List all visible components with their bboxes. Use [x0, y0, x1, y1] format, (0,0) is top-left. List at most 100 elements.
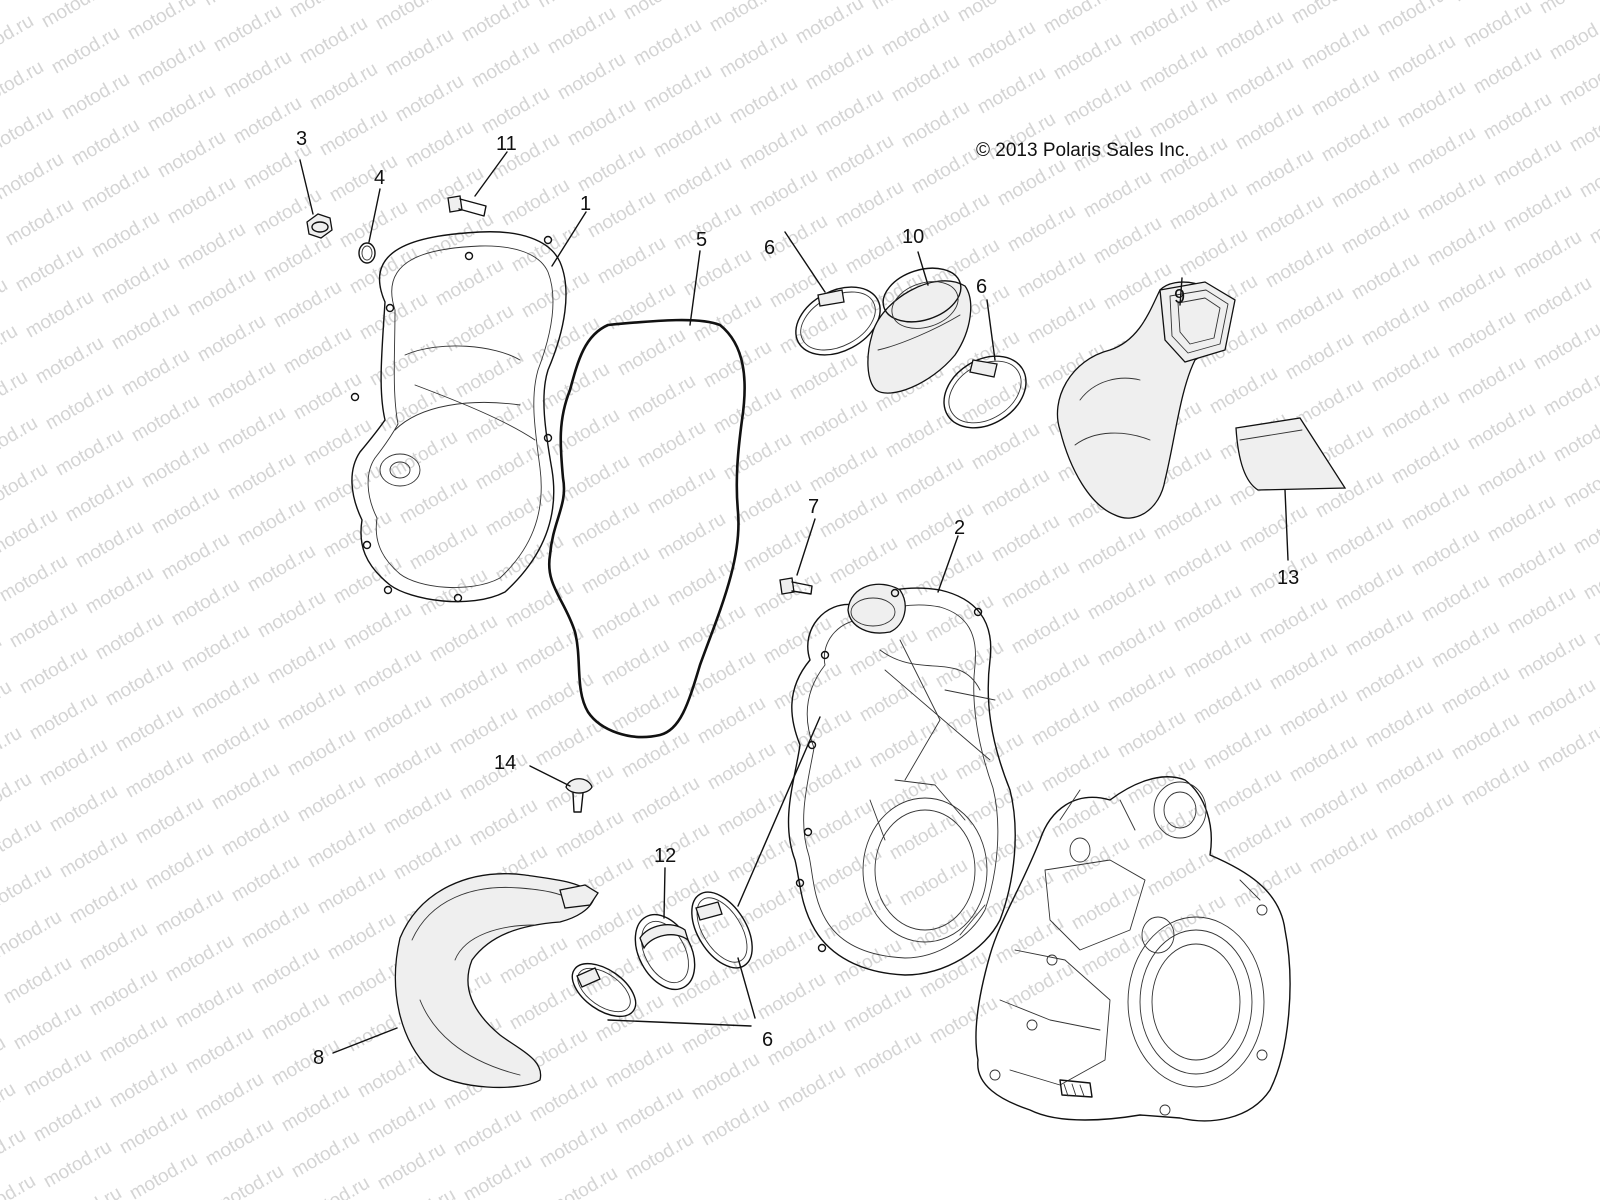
callout-7: 7 — [808, 496, 819, 518]
watermark-text: motod.ru — [1372, 743, 1447, 799]
watermark-text: motod.ru — [780, 705, 855, 761]
watermark-text: motod.ru — [68, 115, 143, 171]
callout-11: 11 — [496, 133, 517, 155]
watermark-text: motod.ru — [326, 151, 401, 207]
watermark-text: motod.ru — [192, 1069, 267, 1125]
watermark-text: motod.ru — [544, 3, 619, 59]
watermark-text: motod.ru — [716, 27, 791, 83]
watermark-text: motod.ru — [128, 391, 203, 447]
watermark-text: motod.ru — [390, 829, 465, 885]
watermark-text: motod.ru — [668, 957, 743, 1013]
watermark-text: motod.ru — [1176, 225, 1251, 281]
copyright-text: © 2013 Polaris Sales Inc. — [976, 140, 1190, 161]
watermark-text: motod.ru — [1414, 169, 1489, 225]
watermark-text: motod.ru — [0, 907, 65, 963]
watermark-text: motod.ru — [1454, 353, 1529, 409]
watermark-text: motod.ru — [932, 637, 1007, 693]
watermark-text: motod.ru — [800, 797, 875, 853]
watermark-text: motod.ru — [802, 39, 877, 95]
watermark-text: motod.ru — [998, 557, 1073, 613]
callout-6c: 6 — [762, 1029, 773, 1051]
watermark-text: motod.ru — [1058, 833, 1133, 889]
watermark-text: motod.ru — [1160, 535, 1235, 591]
watermark-text: motod.ru — [1282, 329, 1357, 385]
coupler-ring — [634, 867, 696, 991]
watermark-text: motod.ru — [0, 953, 75, 1009]
watermark-text: motod.ru — [260, 231, 335, 287]
watermark-text: motod.ru — [1490, 135, 1565, 191]
watermark-text: motod.ru — [220, 47, 295, 103]
watermark-text: motod.ru — [1038, 741, 1113, 797]
watermark-text: motod.ru — [704, 739, 779, 795]
watermark-text: motod.ru — [906, 901, 981, 957]
watermark-text: motod.ru — [532, 715, 607, 771]
watermark-text: motod.ru — [1306, 823, 1381, 879]
watermark-text: motod.ru — [406, 519, 481, 575]
watermark-text: motod.ru — [336, 197, 411, 253]
watermark-text: motod.ru — [66, 873, 141, 929]
watermark-text: motod.ru — [1540, 365, 1600, 421]
watermark-text: motod.ru — [498, 175, 573, 231]
leader-5 — [689, 250, 701, 326]
watermark-text: motod.ru — [536, 1117, 611, 1173]
watermark-text: motod.ru — [604, 279, 679, 335]
watermark-text: motod.ru — [1308, 65, 1383, 121]
watermark-text: motod.ru — [46, 781, 121, 837]
watermark-text: motod.ru — [432, 255, 507, 311]
watermark-text: motod.ru — [1134, 799, 1209, 855]
watermark-text: motod.ru — [102, 655, 177, 711]
watermark-text: motod.ru — [1332, 559, 1407, 615]
callout-2: 2 — [954, 517, 965, 539]
watermark-text: motod.ru — [806, 441, 881, 497]
watermark-text: motod.ru — [56, 827, 131, 883]
watermark-text: motod.ru — [184, 265, 259, 321]
watermark-text: motod.ru — [284, 725, 359, 781]
watermark-text: motod.ru — [750, 567, 825, 623]
watermark-text: motod.ru — [1040, 0, 1115, 38]
watermark-text: motod.ru — [568, 497, 643, 553]
watermark-text: motod.ru — [1252, 191, 1327, 247]
inner-clutch-cover — [737, 535, 1016, 976]
watermark-text: motod.ru — [106, 1057, 181, 1113]
watermark-text: motod.ru — [1448, 709, 1523, 765]
watermark-text: motod.ru — [564, 95, 639, 151]
watermark-text: motod.ru — [506, 979, 581, 1035]
watermark-text: motod.ru — [478, 83, 553, 139]
watermark-text: motod.ru — [1566, 101, 1600, 157]
watermark-text: motod.ru — [792, 0, 867, 48]
intake-duct-lower — [332, 873, 599, 1088]
watermark-text: motod.ru — [512, 623, 587, 679]
watermark-text: motod.ru — [1104, 661, 1179, 717]
watermark-text: motod.ru — [30, 1091, 105, 1147]
callout-8: 8 — [313, 1047, 324, 1069]
watermark-text: motod.ru — [674, 601, 749, 657]
watermark-text: motod.ru — [42, 379, 117, 435]
callout-12: 12 — [654, 845, 676, 867]
watermark-text: motod.ru — [1080, 167, 1155, 223]
watermark-text: motod.ru — [230, 93, 305, 149]
watermark-text: motod.ru — [1298, 19, 1373, 75]
watermark-text: motod.ru — [754, 969, 829, 1025]
watermark-text: motod.ru — [314, 863, 389, 919]
watermark-text: motod.ru — [204, 357, 279, 413]
watermark-text: motod.ru — [518, 267, 593, 323]
watermark-text: motod.ru — [356, 289, 431, 345]
watermark-text: motod.ru — [1474, 445, 1549, 501]
watermark-text: motod.ru — [0, 551, 71, 607]
watermark-text: motod.ru — [122, 747, 197, 803]
watermark-text: motod.ru — [324, 909, 399, 965]
watermark-text: motod.ru — [1394, 77, 1469, 133]
watermark-text: motod.ru — [1094, 615, 1169, 671]
watermark-text: motod.ru — [1002, 959, 1077, 1015]
watermark-text: motod.ru — [0, 459, 51, 515]
watermark-text: motod.ru — [1180, 627, 1255, 683]
watermark-text: motod.ru — [32, 333, 107, 389]
watermark-text: motod.ru — [902, 499, 977, 555]
watermark-text: motod.ru — [812, 85, 887, 141]
watermark-text: motod.ru — [118, 345, 193, 401]
watermark-text: motod.ru — [1510, 227, 1585, 283]
watermark-text: motod.ru — [1384, 31, 1459, 87]
watermark-text: motod.ru — [1008, 603, 1083, 659]
